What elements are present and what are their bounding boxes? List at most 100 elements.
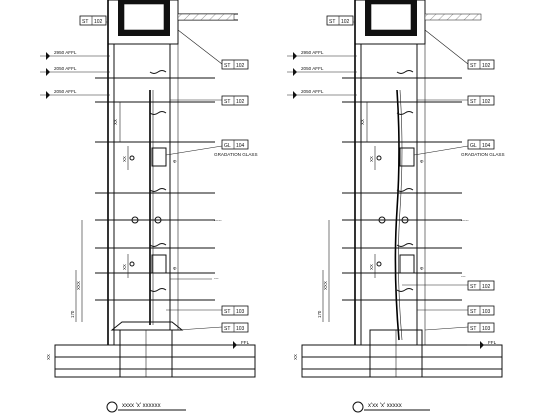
- base-plinth: [110, 321, 184, 331]
- floor-mark: FFL: [488, 340, 497, 345]
- dim-text: XXX: [323, 281, 328, 290]
- svg-text:102: 102: [482, 99, 491, 105]
- svg-text:102: 102: [482, 63, 491, 69]
- svg-text:GL: GL: [470, 143, 477, 149]
- glass-fitting: [399, 147, 415, 167]
- svg-text:102: 102: [236, 99, 245, 105]
- level-marker: 2950 AFFL: [40, 50, 110, 60]
- svg-text:GL: GL: [224, 143, 231, 149]
- material-tag: ST 102: [221, 95, 249, 106]
- svg-text:Φ: Φ: [420, 159, 424, 164]
- svg-text:ST: ST: [470, 309, 476, 315]
- svg-text:102: 102: [94, 19, 103, 25]
- dim-text: XX: [369, 264, 374, 270]
- material-tag: ST 102: [467, 95, 495, 106]
- section-title: xxxx 'x' xxxxxx: [106, 401, 186, 413]
- dim-text: XX: [369, 156, 374, 162]
- svg-text:2050 AFFL: 2050 AFFL: [54, 66, 77, 71]
- svg-text:xxxx 'x' xxxxxx: xxxx 'x' xxxxxx: [122, 403, 161, 409]
- svg-text:ST: ST: [224, 309, 230, 315]
- ceiling-board: [424, 13, 482, 21]
- glass-fitting: [151, 254, 167, 274]
- right-section: Φ Φ XX XX XX XXX 170 2950 AFFL 2050 AFFL…: [287, 0, 505, 413]
- material-tag: GL 104: [467, 139, 495, 150]
- ceiling-cavity: [370, 3, 412, 31]
- level-marker: 2050 AFFL: [40, 66, 110, 76]
- material-tag: ST 103: [221, 305, 249, 316]
- glass-fitting: [399, 254, 415, 274]
- svg-text:ST: ST: [470, 284, 476, 290]
- level-marker: 2950 AFFL: [287, 50, 357, 60]
- ceiling-cavity: [123, 3, 165, 31]
- note-text: -----: [214, 218, 222, 223]
- floor-screed: [54, 356, 256, 370]
- svg-text:x'xx 'x' xxxxx: x'xx 'x' xxxxx: [368, 403, 402, 409]
- dim-text: XXX: [76, 281, 81, 290]
- svg-text:ST: ST: [224, 99, 230, 105]
- svg-text:102: 102: [236, 63, 245, 69]
- material-tag: ST 102: [467, 59, 495, 70]
- svg-text:ST: ST: [470, 326, 476, 332]
- material-tag: ST 102: [221, 59, 249, 70]
- ceiling-board: [177, 13, 235, 21]
- floor-screed: [301, 356, 503, 370]
- left-section: Φ Φ XX XX XX XXX 170 2950 AFFL 2050 AFFL…: [40, 0, 258, 413]
- section-title: x'xx 'x' xxxxx: [352, 401, 430, 413]
- material-tag: ST 102: [326, 15, 354, 26]
- floor-base: [54, 368, 256, 378]
- svg-text:103: 103: [482, 326, 491, 332]
- dim-text: XX: [122, 156, 127, 162]
- svg-text:104: 104: [236, 143, 245, 149]
- svg-text:XX: XX: [46, 354, 51, 360]
- svg-text:Φ: Φ: [420, 266, 424, 271]
- floor-finish: [301, 344, 503, 358]
- floor-finish: [54, 344, 256, 358]
- dim-text: XX: [113, 119, 118, 125]
- svg-text:ST: ST: [82, 19, 88, 25]
- floor-base: [301, 368, 503, 378]
- glass-fitting: [151, 147, 167, 167]
- svg-text:104: 104: [482, 143, 491, 149]
- svg-text:2050 AFFL: 2050 AFFL: [301, 66, 324, 71]
- floor-mark: FFL: [241, 340, 250, 345]
- horizontal-rails: [95, 77, 215, 301]
- svg-text:ST: ST: [224, 326, 230, 332]
- material-tag: ST 102: [79, 15, 107, 26]
- svg-text:102: 102: [341, 19, 350, 25]
- svg-text:2050 AFFL: 2050 AFFL: [54, 89, 77, 94]
- material-tag: ST 103: [467, 322, 495, 333]
- svg-text:ST: ST: [470, 63, 476, 69]
- level-marker: 2050 AFFL: [287, 66, 357, 76]
- note-text: ---: [214, 276, 219, 281]
- svg-text:103: 103: [236, 309, 245, 315]
- glass-panel: [394, 89, 400, 341]
- svg-text:XX: XX: [293, 354, 298, 360]
- svg-text:2950 AFFL: 2950 AFFL: [301, 50, 324, 55]
- svg-text:103: 103: [236, 326, 245, 332]
- material-tag: ST 103: [221, 322, 249, 333]
- svg-text:102: 102: [482, 284, 491, 290]
- material-tag: GL 104: [221, 139, 249, 150]
- dim-text: XX: [360, 119, 365, 125]
- dim-text: 170: [70, 310, 75, 318]
- svg-text:ST: ST: [224, 63, 230, 69]
- note-text: ---: [461, 274, 466, 279]
- svg-text:ST: ST: [329, 19, 335, 25]
- note-text: GRADATION GLASS: [461, 152, 505, 157]
- dim-text: 170: [317, 310, 322, 318]
- svg-text:2050 AFFL: 2050 AFFL: [301, 89, 324, 94]
- level-marker: 2050 AFFL: [40, 89, 110, 99]
- svg-text:Φ: Φ: [173, 159, 177, 164]
- svg-text:ST: ST: [470, 99, 476, 105]
- material-tag: ST 103: [467, 305, 495, 316]
- dim-text: XX: [122, 264, 127, 270]
- svg-text:2950 AFFL: 2950 AFFL: [54, 50, 77, 55]
- svg-text:Φ: Φ: [173, 266, 177, 271]
- material-tag: ST 102: [467, 280, 495, 291]
- note-text: GRADATION GLASS: [214, 152, 258, 157]
- horizontal-rails: [342, 77, 462, 301]
- note-text: -----: [461, 218, 469, 223]
- svg-text:103: 103: [482, 309, 491, 315]
- level-marker: 2050 AFFL: [287, 89, 357, 99]
